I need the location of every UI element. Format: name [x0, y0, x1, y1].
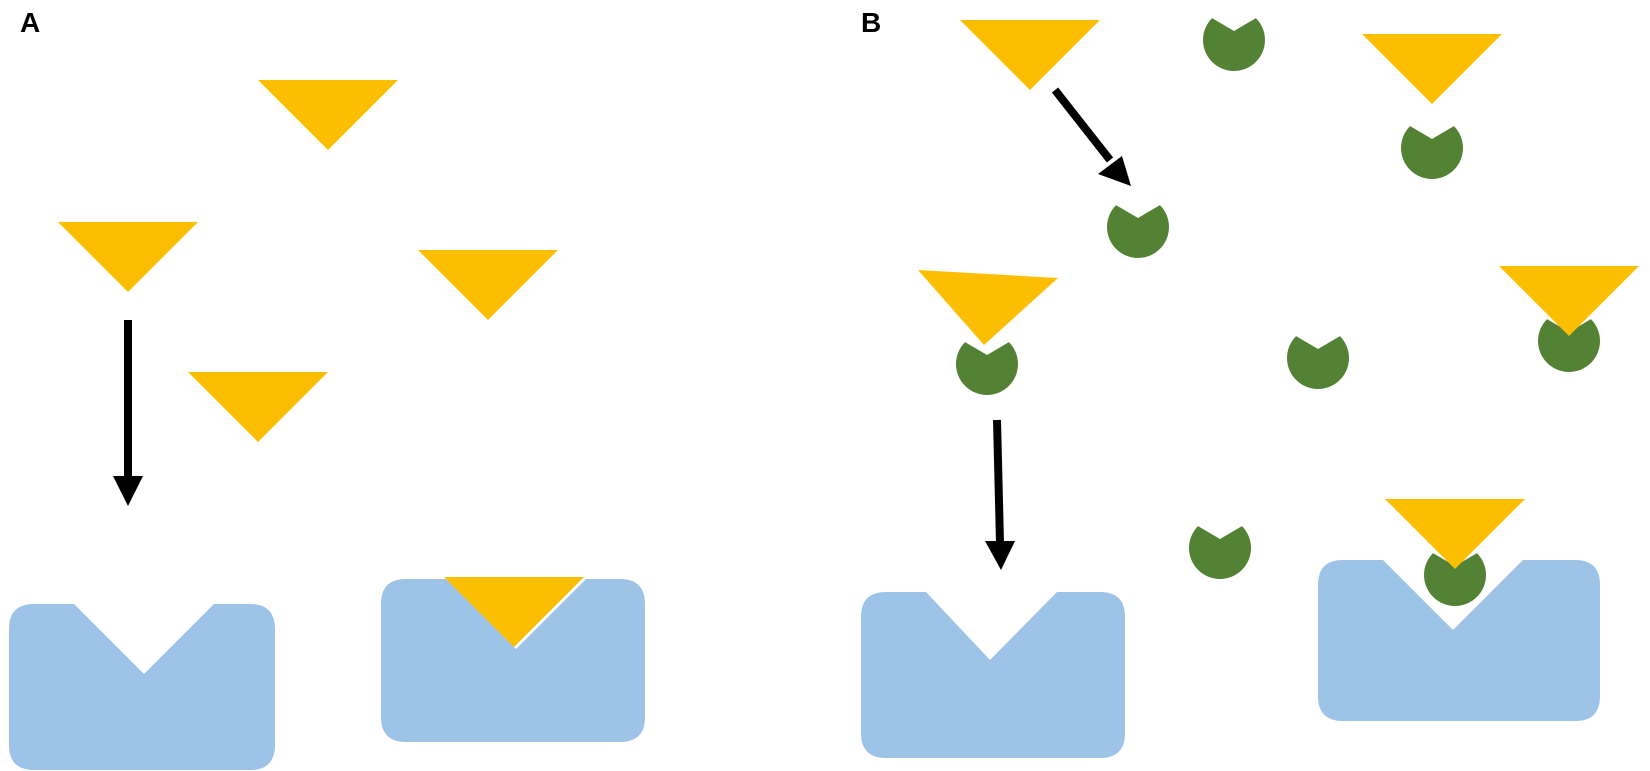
modulator-shape	[1107, 205, 1169, 259]
modulator-circle-icon	[1189, 526, 1251, 580]
arrow-icon	[113, 320, 143, 506]
ligand-triangle-icon	[918, 270, 1058, 345]
receptor-block-icon	[1318, 560, 1600, 721]
panel-a-label: A	[20, 7, 40, 38]
ligand-triangle-icon	[1499, 266, 1639, 336]
modulator-shape	[1189, 526, 1251, 580]
ligand-triangle-icon	[418, 250, 558, 320]
modulator-shape	[1424, 553, 1486, 607]
modulator-circle-icon	[956, 342, 1018, 396]
bound-modulator-circle-icon	[1424, 553, 1486, 607]
bound-ligand-triangle-icon	[1385, 499, 1525, 569]
modulator-circle-icon	[1107, 205, 1169, 259]
modulator-circle-icon	[1401, 126, 1463, 180]
modulator-shape	[1287, 336, 1349, 390]
panel-b-label: B	[861, 7, 881, 38]
ligand-triangle-icon	[188, 372, 328, 442]
modulator-shape	[956, 342, 1018, 396]
receptor-block-icon	[861, 592, 1125, 758]
ligand-triangle-icon	[58, 222, 198, 292]
ligand-triangle-icon	[1362, 34, 1502, 104]
bound-ligand-triangle-icon	[444, 577, 584, 647]
receptor-block-icon	[381, 579, 645, 742]
modulator-shape	[1538, 319, 1600, 373]
panel-b	[861, 18, 1639, 758]
modulator-circle-icon	[1203, 18, 1265, 72]
receptor-block-icon	[9, 604, 275, 770]
modulator-circle-icon	[1287, 336, 1349, 390]
modulator-shape	[1203, 18, 1265, 72]
ligand-triangle-icon	[258, 80, 398, 150]
panel-a	[9, 80, 645, 770]
modulator-circle-icon	[1538, 319, 1600, 373]
modulator-shape	[1401, 126, 1463, 180]
arrow-icon	[985, 419, 1015, 570]
arrow-icon	[1051, 87, 1131, 186]
ligand-triangle-icon	[960, 20, 1100, 90]
